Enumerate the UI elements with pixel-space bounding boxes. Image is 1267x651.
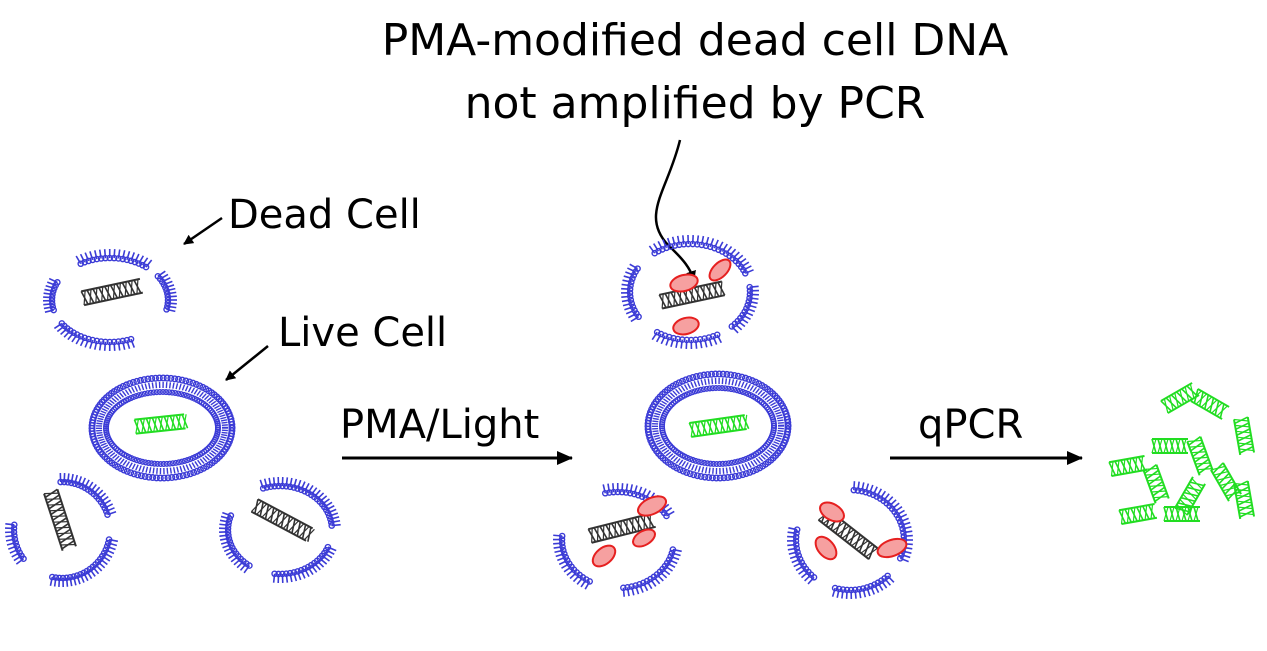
membrane-arc bbox=[651, 328, 723, 350]
membrane-arc bbox=[831, 572, 895, 600]
amplified-dna-fragment bbox=[1142, 464, 1170, 504]
pma-molecule bbox=[632, 528, 656, 548]
pma-dead-cell-top bbox=[620, 235, 759, 350]
qpcr-label: qPCR bbox=[918, 402, 1023, 448]
membrane-arc bbox=[271, 543, 337, 584]
amplified-dna-fragment bbox=[1108, 454, 1148, 478]
dead-cell-label: Dead Cell bbox=[228, 192, 421, 238]
membrane-arc bbox=[219, 511, 253, 574]
annotation-line-1: PMA-modified dead cell DNA bbox=[382, 15, 1009, 66]
amplified-dna-fragment bbox=[1163, 506, 1200, 522]
amplified-dna-fragment bbox=[1232, 480, 1256, 520]
live-cell-middle bbox=[644, 370, 792, 482]
pma-molecule bbox=[672, 316, 700, 336]
membrane-arc bbox=[154, 270, 177, 313]
amplified-dna-fragment bbox=[1118, 502, 1158, 526]
dead-cell-bottom-center bbox=[219, 476, 341, 584]
amplified-dna-fragment bbox=[1151, 438, 1188, 454]
dead-cell-top-left bbox=[42, 248, 177, 352]
dead-cell-pointer-arrow bbox=[183, 216, 223, 246]
live-cell-label: Live Cell bbox=[278, 310, 447, 356]
membrane-arc bbox=[620, 263, 642, 323]
annotation-line-2: not amplified by PCR bbox=[465, 78, 926, 129]
pma-molecule bbox=[876, 537, 908, 559]
amplified-dna-fragment bbox=[1160, 382, 1200, 414]
membrane-arc bbox=[786, 526, 818, 585]
amplified-dna-fragment bbox=[1232, 416, 1256, 456]
dead-cell-bottom-left bbox=[5, 473, 119, 588]
pma-markers-layer bbox=[591, 258, 908, 568]
pma-molecule bbox=[591, 544, 617, 568]
live-cell-left bbox=[88, 374, 236, 482]
membrane-arc bbox=[48, 536, 119, 588]
live-cell-pointer-arrow bbox=[225, 345, 269, 381]
live-cell-dna bbox=[133, 413, 189, 435]
membrane-arc bbox=[552, 532, 594, 590]
live-cell-membrane bbox=[88, 374, 236, 482]
live-cell-dna bbox=[688, 414, 750, 438]
dead-cell-dna bbox=[80, 277, 144, 307]
pma-light-label: PMA/Light bbox=[340, 402, 539, 448]
membrane-arc bbox=[728, 283, 759, 334]
dead-cell-dna bbox=[250, 498, 315, 542]
pma-molecule bbox=[669, 273, 699, 293]
membrane-arc bbox=[53, 320, 136, 352]
annotation-pointer-arrow bbox=[654, 139, 696, 281]
membrane-arc bbox=[620, 546, 682, 597]
amplified-dna-fragment bbox=[1186, 436, 1214, 476]
membrane-arc bbox=[42, 277, 61, 314]
membrane-arc bbox=[5, 521, 27, 565]
amplified-dna-layer bbox=[1108, 382, 1256, 526]
membrane-arc bbox=[648, 235, 754, 277]
pma-molecule bbox=[814, 535, 838, 561]
membrane-arc bbox=[259, 476, 341, 529]
membrane-arc bbox=[75, 248, 153, 271]
pma-molecule bbox=[708, 258, 732, 282]
dead-cell-dna bbox=[43, 488, 77, 552]
pma-molecule bbox=[819, 501, 845, 523]
amplified-dna-fragment bbox=[1190, 388, 1230, 420]
pma-molecule bbox=[636, 495, 668, 517]
live-cell-membrane bbox=[644, 370, 792, 482]
membrane-arc bbox=[57, 473, 117, 518]
amplified-dna-fragment bbox=[1210, 462, 1242, 502]
